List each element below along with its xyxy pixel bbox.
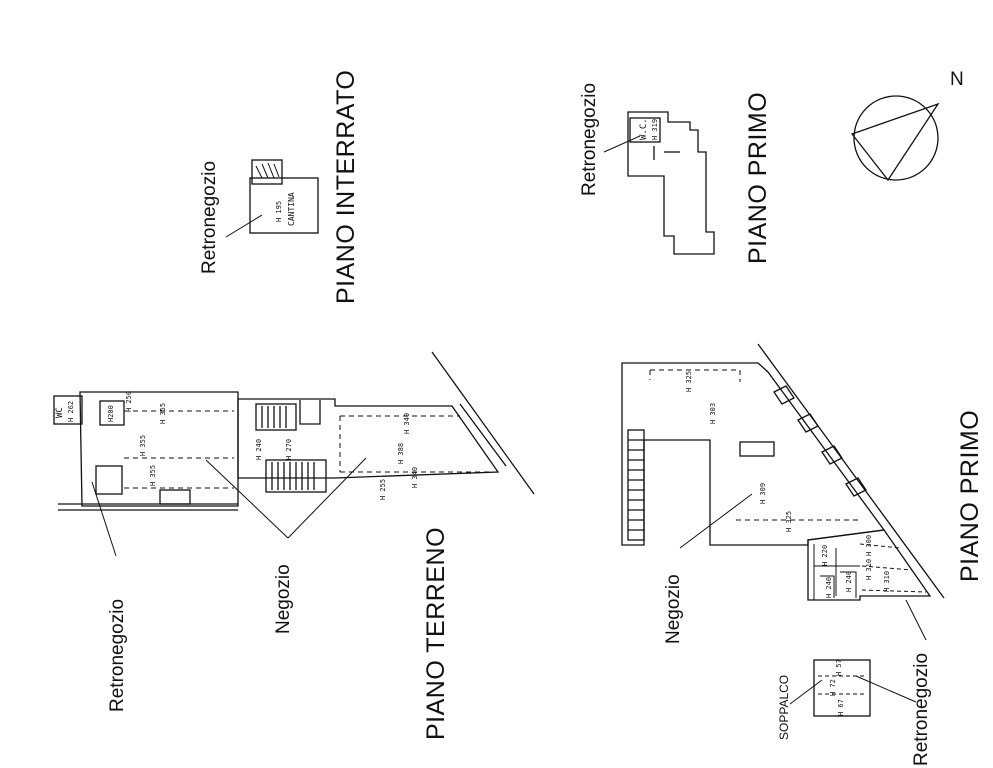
terreno-wc-box (53, 395, 83, 425)
primo-b-height-mark: H 240 (845, 570, 853, 592)
interrato-cantina-room (249, 177, 319, 234)
terreno-negozio-outline (237, 398, 500, 479)
primo-b-height-mark: H 300 (865, 534, 873, 556)
terreno-height-mark: H 355 (159, 402, 167, 424)
primo-a-outline (627, 111, 715, 255)
terreno-plan (53, 351, 535, 557)
interrato-stair (251, 159, 283, 185)
primo-b-height-mark: H 325 (685, 370, 693, 392)
north-compass (850, 95, 940, 182)
primo-b-leader-soppalco (789, 679, 823, 705)
primo-b-retronegozio-label: Retronegozio (911, 652, 932, 766)
primo-a-retronegozio-label: Retronegozio (579, 82, 600, 196)
primo-b-height-mark: H 67 (837, 699, 845, 716)
primo-b-height-mark: H 310 (883, 570, 891, 592)
primo-b-leader-retronegozio-2 (855, 675, 917, 703)
primo-b-plan (621, 343, 945, 717)
primo-b-height-mark: H 220 (821, 544, 829, 566)
primo-b-soppalco-label: SOPPALCO (777, 674, 791, 740)
primo-b-stair (627, 429, 645, 541)
interrato-leader-line (225, 214, 263, 238)
terreno-stair-top (255, 403, 297, 431)
primo-b-height-mark: H 303 (709, 402, 717, 424)
terreno-stair-bottom (265, 459, 327, 493)
interrato-title: PIANO INTERRATO (332, 69, 360, 304)
primo-b-soppalco (813, 659, 871, 717)
primo-a-wc-box (629, 117, 661, 143)
terreno-wc-label: WC (55, 407, 65, 418)
interrato-retronegozio-label: Retronegozio (199, 160, 220, 274)
primo-b-negozio-label: Negozio (663, 574, 684, 644)
terreno-height-mark: H 240 (255, 438, 263, 460)
primo-b-height-mark: H 240 (825, 576, 833, 598)
terreno-height-mark: H 355 (149, 464, 157, 486)
primo-b-height-mark: H 57 (835, 659, 843, 676)
primo-b-height-mark: H 309 (759, 482, 767, 504)
primo-b-height-mark: H 310 (865, 558, 873, 580)
interrato-cantina-label: CANTINA (287, 192, 296, 226)
compass-circle (853, 95, 939, 181)
primo-b-service-block (807, 529, 932, 601)
interrato-plan (225, 159, 319, 238)
terreno-height-mark: H 255 (379, 478, 387, 500)
primo-a-leader-line (603, 135, 641, 153)
terreno-height-mark: H 250 (125, 390, 133, 412)
terreno-wc-height: H 262 (67, 400, 75, 422)
north-label: N (950, 69, 964, 90)
terreno-retronegozio-outline (79, 391, 239, 507)
terreno-title: PIANO TERRENO (422, 526, 450, 740)
interrato-height-label: H 195 (275, 200, 283, 222)
primo-a-title: PIANO PRIMO (744, 91, 772, 264)
terreno-height-mark: H 340 (411, 466, 419, 488)
primo-a-plan (603, 111, 715, 255)
primo-b-height-mark: H 325 (785, 510, 793, 532)
primo-b-title: PIANO PRIMO (956, 409, 984, 582)
terreno-negozio-label: Negozio (273, 564, 294, 634)
terreno-height-mark: H 340 (403, 412, 411, 434)
primo-a-wc-label: W.C. (639, 118, 649, 140)
terreno-height-mark: H 388 (397, 442, 405, 464)
primo-a-wc-height: H 319 (651, 118, 659, 140)
terreno-height-mark: H 270 (285, 438, 293, 460)
primo-b-leader-retronegozio-1 (905, 599, 927, 641)
terreno-leader-negozio-1 (205, 459, 289, 539)
terreno-leader-retronegozio (91, 481, 117, 557)
primo-b-leader-negozio (679, 493, 753, 549)
primo-b-main-outline (621, 362, 886, 546)
terreno-h200-label: H200 (107, 405, 115, 422)
terreno-street-line (431, 351, 535, 495)
compass-arrow (850, 102, 940, 182)
terreno-retronegozio-label: Retronegozio (107, 598, 128, 712)
terreno-leader-negozio-2 (287, 457, 367, 539)
terreno-height-mark: H 355 (139, 434, 147, 456)
primo-b-height-mark: H 72 (829, 679, 837, 696)
primo-b-street-line (757, 343, 945, 599)
